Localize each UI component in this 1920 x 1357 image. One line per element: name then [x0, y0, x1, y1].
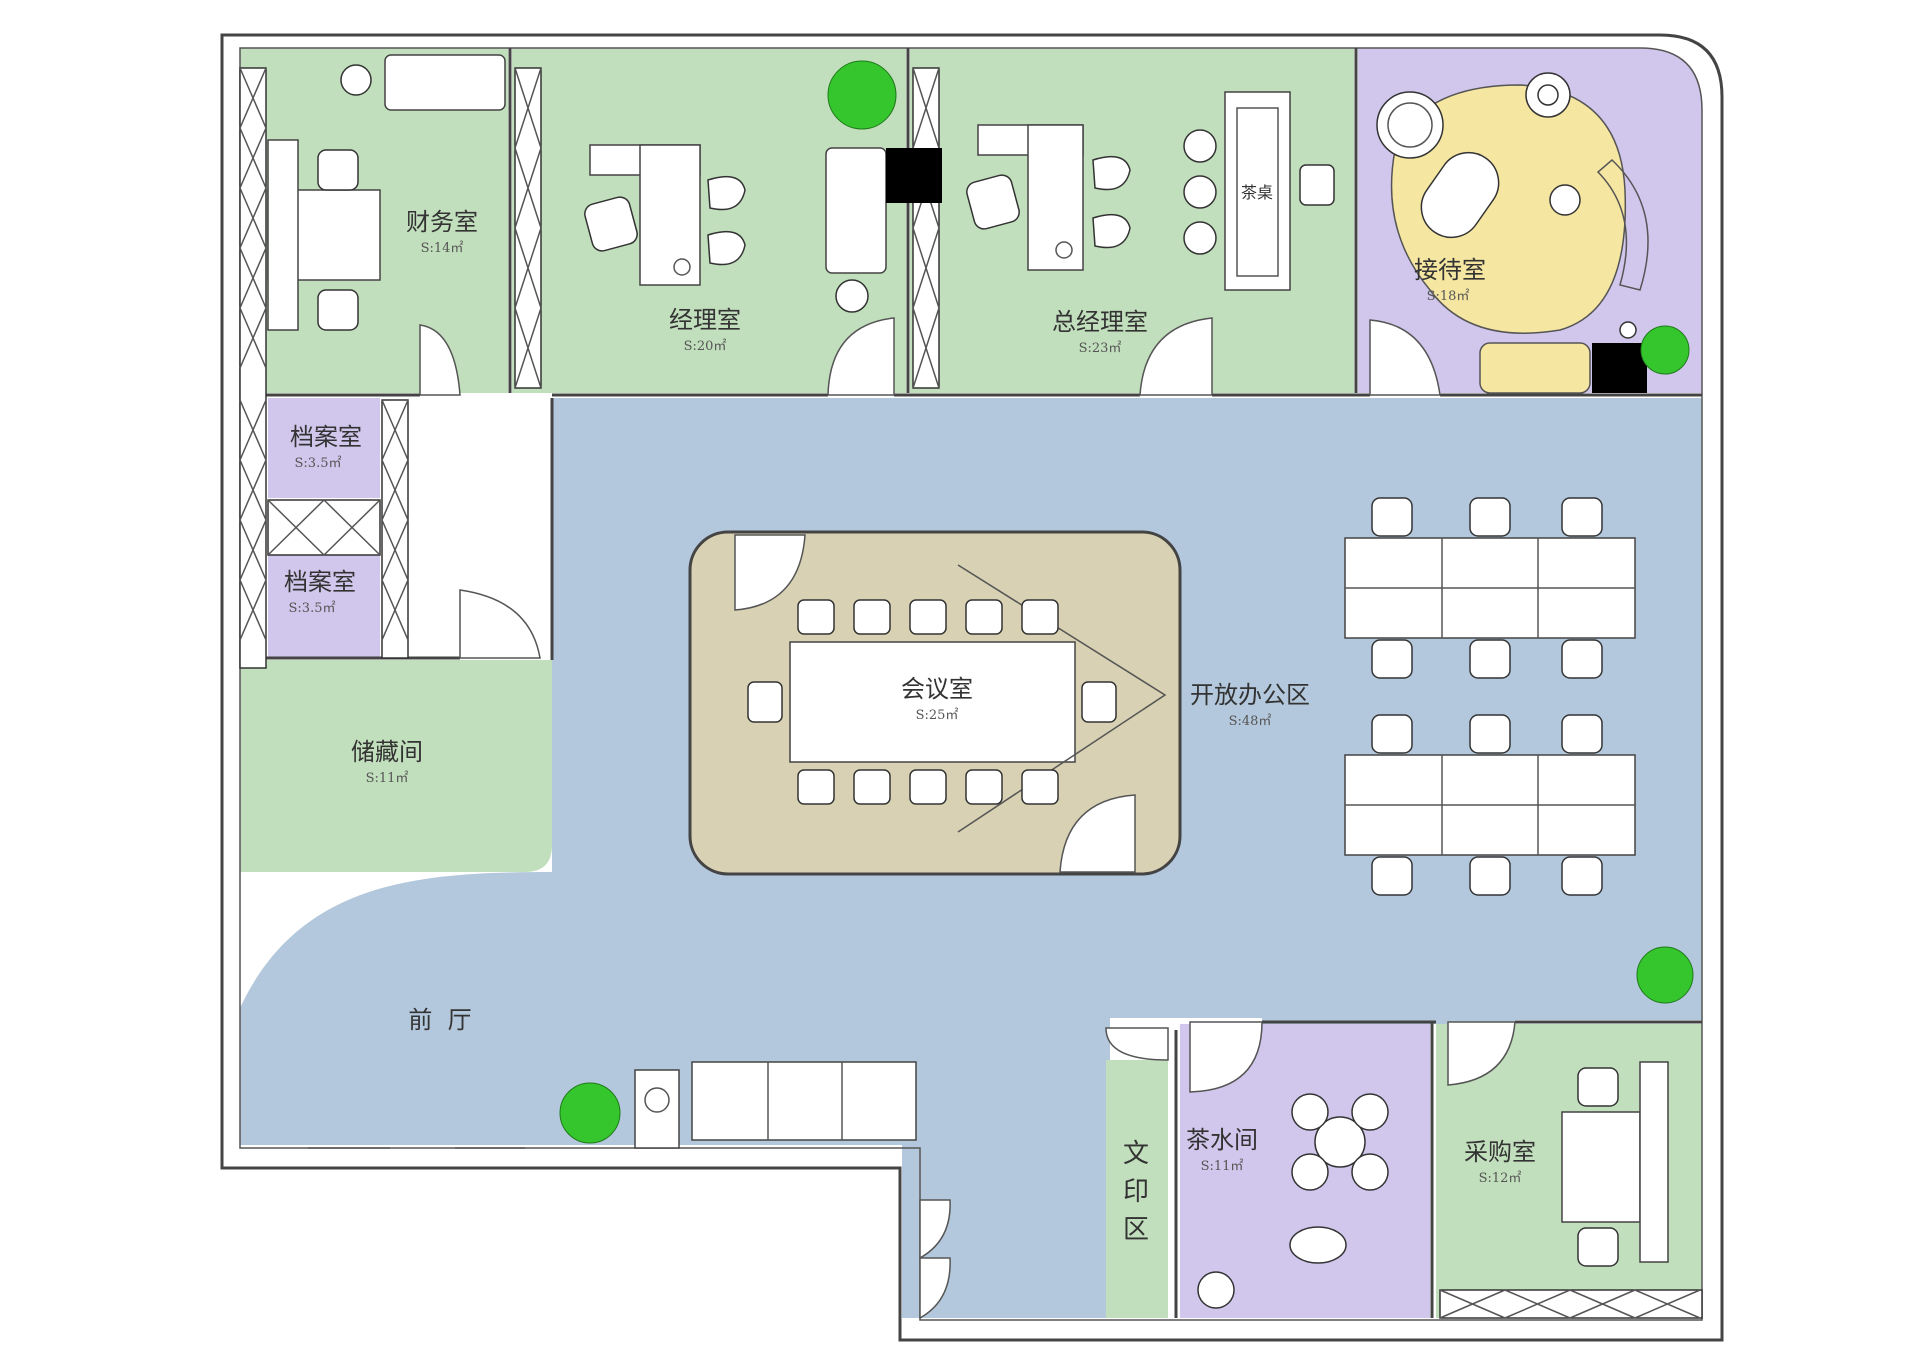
general-manager-room-area: S:23㎡ [1079, 341, 1122, 356]
print-area-char-3: 区 [1123, 1215, 1149, 1245]
reception-room-name: 接待室 [1414, 256, 1486, 284]
chair-icon [966, 174, 1020, 230]
print-area-char-2: 印 [1123, 1177, 1149, 1207]
finance-room-area: S:14㎡ [421, 241, 464, 256]
print-area-floor [1106, 1060, 1168, 1318]
purchasing-furniture [1561, 1061, 1669, 1267]
finance-furniture [267, 54, 506, 331]
sofa-icon [825, 147, 887, 274]
tea-room-area: S:11㎡ [1201, 1159, 1244, 1174]
manager-room-area: S:20㎡ [684, 339, 727, 354]
meeting-room-name: 会议室 [901, 675, 973, 703]
archive-room-2-floor [268, 555, 380, 657]
print-area-char-1: 文 [1123, 1139, 1149, 1169]
room-labels: 财务室 S:14㎡ 经理室 S:20㎡ 总经理室 S:23㎡ 接待室 S:18㎡… [284, 208, 1536, 1245]
reception-room-area: S:18㎡ [1427, 289, 1470, 304]
manager-furniture [584, 144, 942, 313]
manager-room-name: 经理室 [669, 306, 741, 334]
archive-room-1-floor [268, 398, 380, 498]
sofa-icon [691, 1061, 917, 1141]
sofa-icon [384, 54, 506, 111]
meeting-room-area: S:25㎡ [916, 708, 959, 723]
archive-room-1-area: S:3.5㎡ [295, 456, 342, 471]
chair-icon [584, 196, 638, 252]
chair-icon [747, 599, 1117, 805]
reception-rug [1390, 84, 1627, 334]
storage-room-name: 储藏间 [351, 738, 423, 766]
open-office-name: 开放办公区 [1190, 681, 1310, 709]
chair-icon [1299, 164, 1335, 206]
storage-room-floor [240, 660, 552, 872]
interior-walls [240, 48, 1702, 1318]
tea-room-name: 茶水间 [1186, 1126, 1258, 1154]
chair-icon [317, 149, 359, 191]
chair-icon [1291, 1093, 1389, 1191]
inner-wall-line [239, 47, 1703, 1321]
open-office-area: S:48㎡ [1229, 714, 1272, 729]
purchasing-room-name: 采购室 [1464, 1138, 1536, 1166]
tea-table-label: 茶桌 [1241, 183, 1273, 202]
purchasing-room-area: S:12㎡ [1479, 1171, 1522, 1186]
reception-furniture [1376, 72, 1649, 394]
open-office-furniture [1344, 497, 1636, 896]
archive-room-2-name: 档案室 [284, 568, 356, 596]
finance-room-name: 财务室 [406, 208, 478, 236]
chair-icon [1371, 497, 1603, 896]
lobby-furniture [308, 1061, 917, 1149]
archive-room-2-area: S:3.5㎡ [289, 601, 336, 616]
desk-icon [1561, 1111, 1641, 1223]
door-swing-icon [419, 317, 1516, 1320]
outer-wall [220, 33, 1724, 1342]
general-manager-furniture: 茶桌 [966, 91, 1335, 291]
tea-room-furniture [1197, 1093, 1389, 1309]
tea-table [1224, 91, 1291, 291]
meeting-table [789, 641, 1076, 763]
plant-icon [559, 60, 1694, 1144]
lobby-name: 前 厅 [408, 1006, 471, 1034]
meeting-furniture [747, 564, 1167, 833]
archive-room-1-name: 档案室 [290, 423, 362, 451]
general-manager-room-name: 总经理室 [1052, 308, 1148, 336]
shelf-icon [239, 67, 1703, 1319]
sofa-icon [1479, 342, 1591, 394]
chair-icon [1577, 1067, 1619, 1107]
storage-room-area: S:11㎡ [366, 771, 409, 786]
